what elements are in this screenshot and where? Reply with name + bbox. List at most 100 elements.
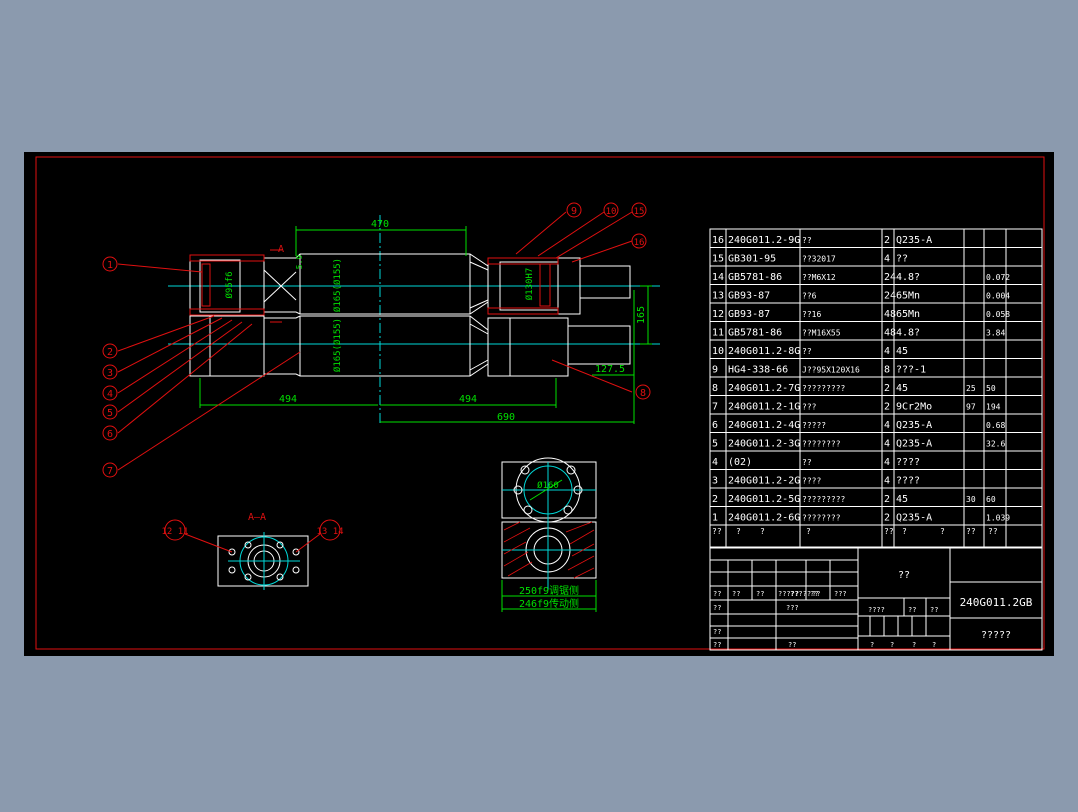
bom-cell-name: ????: [802, 477, 821, 486]
bom-cell-material: ????: [896, 457, 920, 468]
outer-frame: [25, 153, 1053, 655]
bom-cell-code: GB301-95: [728, 254, 776, 265]
scale-1: ??: [908, 606, 916, 614]
balloon-2: 2: [107, 347, 113, 358]
section-hatch: [189, 254, 559, 316]
bom-cell-material: Q235-A: [896, 420, 932, 431]
bom-cell-material: 65Mn: [896, 291, 920, 302]
bom-cell-code: GB93-87: [728, 309, 770, 320]
bom-cell-name: ??: [802, 236, 812, 245]
bom-cell-material: 45: [896, 494, 908, 505]
bom-cell-qty: 48: [884, 328, 896, 339]
bom-cell-qty: 4: [884, 457, 890, 468]
balloon-4: 4: [107, 389, 113, 400]
balloon-15: 15: [634, 207, 645, 217]
bom-header-cell: ?: [940, 527, 945, 536]
section-view-aa-leaders: [184, 533, 321, 553]
row2-left: ??: [713, 604, 721, 612]
dim-dia165-top: Ø165(Ø155): [332, 258, 343, 312]
bom-cell-no: 9: [712, 365, 718, 376]
bom-cell-material: ???-1: [896, 365, 926, 376]
bom-cell-unit: 25: [966, 384, 976, 393]
dimensions: [199, 226, 652, 424]
dim-494-left: 494: [279, 394, 297, 405]
bom-cell-material: 4.8?: [896, 272, 920, 283]
dim-470: 470: [371, 219, 389, 230]
bom-cell-no: 4: [712, 457, 718, 468]
sig-1: ??: [732, 590, 740, 598]
bom-cell-total: 60: [986, 495, 996, 504]
bom-cell-qty: 2: [884, 383, 890, 394]
dim-494-right: 494: [459, 394, 477, 405]
bom-cell-code: GB5781-86: [728, 272, 782, 283]
bom-cell-no: 6: [712, 420, 718, 431]
leaders: [117, 211, 633, 471]
dim-dia165-bot: Ø165(Ø155): [332, 318, 343, 372]
bom-cell-material: Q235-A: [896, 235, 932, 246]
dim-165: 165: [636, 306, 647, 324]
bom-cell-name: ????????: [802, 514, 841, 523]
balloon-13-14: 13 14: [316, 527, 343, 537]
section-marks: A A—A: [248, 244, 284, 523]
bom-cell-total: 32.6: [986, 440, 1005, 449]
dim-dia95: Ø95f6: [224, 271, 235, 298]
title-text: ??: [898, 570, 910, 581]
bom-cell-code: 240G011.2-5G: [728, 494, 800, 505]
sig-3: ?????: [778, 590, 799, 598]
bom-cell-total: 0.68: [986, 421, 1005, 430]
bom-cell-total: 50: [986, 384, 996, 393]
bom-cell-unit: 97: [966, 403, 976, 412]
scale-2: ??: [930, 606, 938, 614]
sig-6: ??: [812, 590, 820, 598]
bom-cell-no: 14: [712, 272, 724, 283]
bom-cell-total: 194: [986, 403, 1001, 412]
bom-cell-no: 12: [712, 309, 724, 320]
sig-5: ?????: [790, 590, 811, 598]
balloon-7: 7: [107, 466, 113, 477]
end-view-hatch: [503, 521, 595, 579]
bom-header-cell: ??: [988, 527, 998, 536]
bom-cell-material: ??: [896, 254, 908, 265]
balloon-3: 3: [107, 368, 113, 379]
bom-header-cell: ?: [736, 527, 741, 536]
balloon-16: 16: [634, 238, 645, 248]
bom-cell-qty: 4: [884, 346, 890, 357]
bom-cell-qty: 2: [884, 494, 890, 505]
bom-cell-no: 13: [712, 291, 724, 302]
bom-cell-total: 0.058: [986, 310, 1010, 319]
bom-cell-no: 5: [712, 439, 718, 450]
dim-127: 127.5: [595, 364, 625, 375]
bom-cell-name: ?????????: [802, 495, 846, 504]
bom-cell-material: Q235-A: [896, 439, 932, 450]
bom-header-cell: ??: [712, 527, 722, 536]
end-view: [501, 457, 597, 590]
bom-cell-material: 45: [896, 383, 908, 394]
bom-cell-code: 240G011.2-2G: [728, 476, 800, 487]
bom-cell-name: ?????????: [802, 384, 846, 393]
bom-cell-name: ??: [802, 347, 812, 356]
bom-cell-name: ??M16X55: [802, 329, 841, 338]
bom-cell-code: GB93-87: [728, 291, 770, 302]
sig-4: ??: [810, 590, 818, 598]
bom-frame: [709, 228, 1043, 548]
bom-cell-no: 15: [712, 254, 724, 265]
row4-mid: ??: [788, 641, 796, 649]
bom-cell-qty: 4: [884, 439, 890, 450]
bom-cell-material: ????: [896, 476, 920, 487]
bom-header-cell: ??: [884, 527, 894, 536]
bom-cell-code: 240G011.2-3G: [728, 439, 800, 450]
bom-header-cell: ??: [966, 527, 976, 536]
balloon-12-11: 12 11: [161, 527, 188, 537]
bom-cell-no: 16: [712, 235, 724, 246]
bom-cell-name: ??: [802, 458, 812, 467]
end-view-dim-text: Ø160 250f9调锯侧 246f9传动侧: [519, 480, 579, 610]
title-block-text: ?? 240G011.2GB ????? ?? ?? ?? ????? ?? ?…: [713, 570, 1033, 649]
section-label: A—A: [248, 512, 266, 523]
bom-cell-no: 8: [712, 383, 718, 394]
bom-cell-unit: 30: [966, 495, 976, 504]
balloons: [102, 202, 651, 541]
bom-cell-code: 240G011.2-9G: [728, 235, 800, 246]
